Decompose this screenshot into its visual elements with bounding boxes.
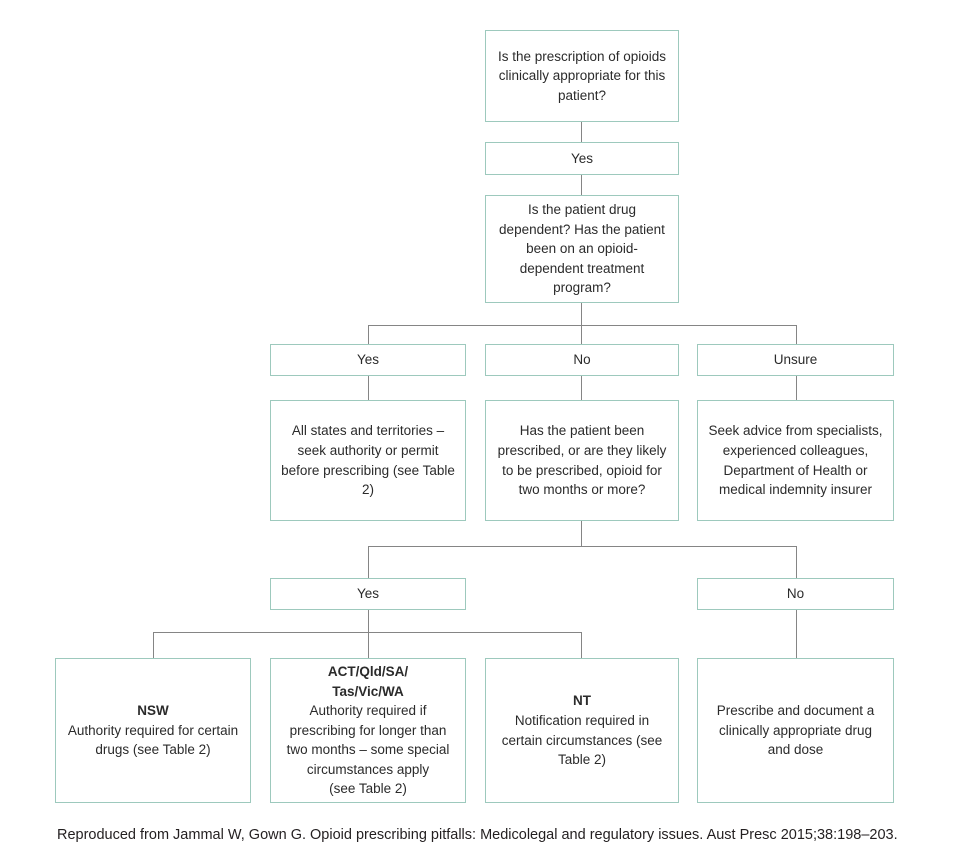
node-answer-yes-appropriate[interactable]: Yes <box>485 142 679 175</box>
node-text: All states and territories – seek author… <box>281 423 455 498</box>
node-question-drug-dependent[interactable]: Is the patient drug dependent? Has the p… <box>485 195 679 303</box>
node-result-prescribe-and-document[interactable]: Prescribe and document a clinically appr… <box>697 658 894 803</box>
node-answer-yes-dependent[interactable]: Yes <box>270 344 466 376</box>
connector-yes-to-q2 <box>581 175 582 195</box>
node-answer-no-dependent[interactable]: No <box>485 344 679 376</box>
node-answer-no-two-months[interactable]: No <box>697 578 894 610</box>
node-text: Has the patient been prescribed, or are … <box>497 423 667 498</box>
connector-branch4-left <box>153 632 154 658</box>
connector-q3-down <box>581 521 582 546</box>
connector-q1-to-yes <box>581 122 582 142</box>
connector-branch4-bus <box>153 632 581 633</box>
node-detail: Authority required for certain drugs (se… <box>67 722 239 758</box>
node-text: Yes <box>356 586 380 602</box>
node-result-act-qld-sa-tas-vic-wa[interactable]: ACT/Qld/SA/ Tas/Vic/WA Authority required… <box>270 658 466 803</box>
node-detail: Authority required if prescribing for lo… <box>286 703 450 797</box>
node-text: No <box>573 352 591 368</box>
node-text: NT Notification required in certain circu… <box>496 691 668 769</box>
node-question-two-months[interactable]: Has the patient been prescribed, or are … <box>485 400 679 521</box>
node-result-nsw[interactable]: NSW Authority required for certain drugs … <box>55 658 251 803</box>
connector-branch2-bus <box>368 325 796 326</box>
node-answer-yes-two-months[interactable]: Yes <box>270 578 466 610</box>
node-detail: Notification required in certain circums… <box>501 712 663 768</box>
connector-no2-to-q3 <box>581 376 582 400</box>
connector-branch3-left <box>368 546 369 578</box>
node-result-nt[interactable]: NT Notification required in certain circu… <box>485 658 679 803</box>
figure-caption: Reproduced from Jammal W, Gown G. Opioid… <box>57 827 898 843</box>
node-heading: NT <box>573 693 591 709</box>
node-heading: ACT/Qld/SA/ Tas/Vic/WA <box>327 664 409 699</box>
node-text: Unsure <box>773 352 818 368</box>
node-heading: NSW <box>137 703 169 719</box>
connector-unsure-to-advice <box>796 376 797 400</box>
node-result-seek-advice[interactable]: Seek advice from specialists, experience… <box>697 400 894 521</box>
node-answer-unsure-dependent[interactable]: Unsure <box>697 344 894 376</box>
connector-no3-to-prescribe <box>796 610 797 658</box>
node-text: No <box>786 586 805 602</box>
connector-branch4-right <box>581 632 582 658</box>
connector-branch3-right <box>796 546 797 578</box>
node-text: Prescribe and document a clinically appr… <box>716 703 875 758</box>
connector-branch3-bus <box>368 546 796 547</box>
connector-branch2-left <box>368 325 369 344</box>
node-text: NSW Authority required for certain drugs … <box>66 701 240 760</box>
node-text: ACT/Qld/SA/ Tas/Vic/WA Authority required… <box>281 662 455 799</box>
node-result-all-states-authority[interactable]: All states and territories – seek author… <box>270 400 466 521</box>
node-text: Is the patient drug dependent? Has the p… <box>499 202 665 296</box>
connector-yes2-to-dependent <box>368 376 369 400</box>
connector-q2-down <box>581 303 582 325</box>
connector-branch2-mid <box>581 325 582 344</box>
connector-branch4-mid <box>368 632 369 658</box>
node-text: Yes <box>570 150 594 166</box>
connector-yes3-down <box>368 610 369 632</box>
connector-branch2-right <box>796 325 797 344</box>
node-text: Yes <box>356 352 380 368</box>
node-text: Seek advice from specialists, experience… <box>708 423 883 498</box>
node-text: Is the prescription of opioids clinicall… <box>497 48 667 103</box>
node-question-clinically-appropriate[interactable]: Is the prescription of opioids clinicall… <box>485 30 679 122</box>
